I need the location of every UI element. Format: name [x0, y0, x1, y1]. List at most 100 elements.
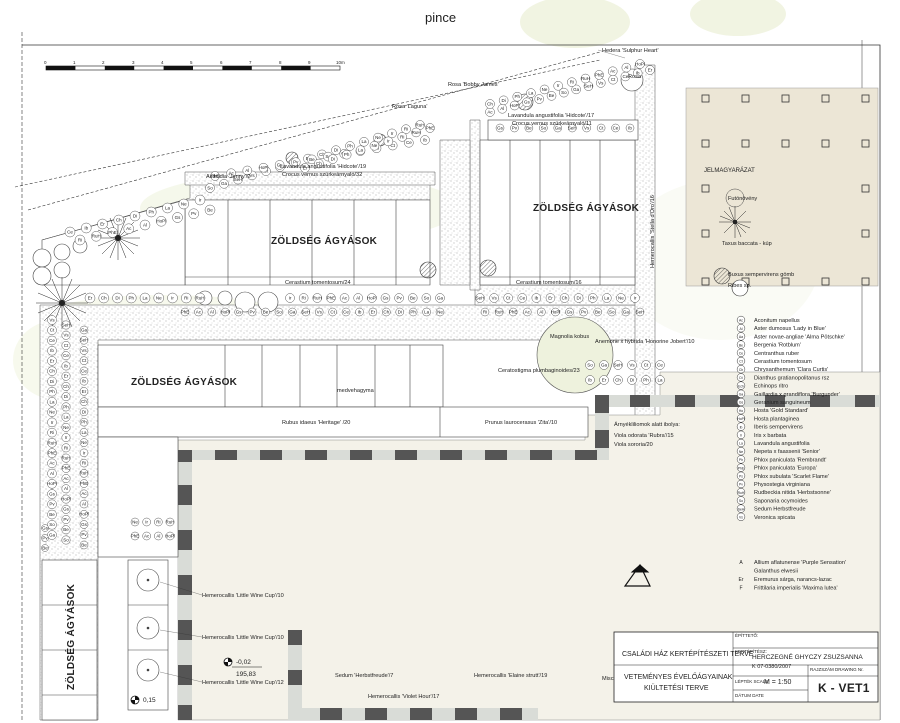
perennial-cell-code: Ac	[144, 533, 150, 538]
perennial-cell	[383, 136, 394, 147]
level-value-2: 195,83	[236, 671, 256, 678]
perennial-cell-code: Ir	[289, 295, 292, 300]
perennial-cell	[178, 198, 189, 210]
perennial-cell	[97, 218, 108, 230]
legend-abbr-name: Iris x barbata	[754, 433, 787, 439]
perennial-cell-code: So	[424, 295, 430, 300]
perennial-cell	[420, 135, 430, 145]
perennial-cell-code: Er	[50, 358, 55, 363]
perennial-cell	[47, 335, 57, 346]
perennial-cell-code: Ne	[81, 440, 87, 445]
perennial-cell	[539, 84, 550, 95]
scale-label-10: 10m	[336, 60, 345, 65]
perennial-cell-code: PhE	[327, 295, 336, 300]
bed-title-4: ZÖLDSÉG ÁGYÁSOK	[64, 583, 77, 690]
perennial-cell-code: Be	[81, 542, 87, 547]
plant-label-rubus: Rubus idaeus 'Heritage' /20	[282, 420, 350, 426]
perennial-cell	[194, 194, 206, 206]
title-drawing-no: K - VET1	[818, 681, 870, 695]
perennial-cell-code: Ce	[81, 368, 87, 373]
north-arrow	[623, 563, 651, 587]
perennial-cell	[382, 307, 391, 317]
perennial-cell-code: Gs	[383, 295, 390, 300]
perennial-cell-code: La	[424, 309, 430, 314]
perennial-cell-code: Ph	[347, 143, 353, 148]
perennial-cell	[79, 387, 89, 396]
plant-label-viola-header: Árnyékliliomok alatt ibolya:	[614, 421, 680, 428]
perennial-cell	[180, 307, 190, 317]
title-section-label: ÉPÍTTETŐ:	[735, 632, 758, 638]
legend-abbr-code: Ce	[739, 352, 743, 356]
perennial-cell	[226, 168, 236, 178]
perennial-cell	[47, 530, 57, 540]
perennial-cell-code: Ct	[50, 328, 55, 333]
perennial-cell	[341, 307, 351, 317]
perennial-cell-code: RuH	[47, 440, 56, 445]
perennial-cell-code: Ga	[573, 87, 580, 92]
perennial-cell	[79, 469, 89, 478]
perennial-cell	[498, 95, 509, 106]
perennial-cell	[627, 360, 637, 370]
perennial-cell-code: Ct	[390, 143, 395, 148]
perennial-cell	[79, 336, 89, 345]
perennial-cell	[154, 517, 163, 527]
perennial-cell	[480, 307, 490, 317]
perennial-cell-code: Er	[371, 309, 376, 314]
legend-abbr-name: Phlox subulata 'Scarlet Flame'	[754, 474, 829, 480]
perennial-cell-code: Gs	[236, 309, 243, 314]
perennial-cell-code: Ne	[49, 410, 55, 415]
perennial-cell-code: Ne	[618, 295, 624, 300]
perennial-cell-code: Ri	[50, 430, 54, 435]
scale-label-5: 5	[190, 60, 193, 65]
legend-abbr-circle	[736, 389, 746, 398]
legend-title: JELMAGYARÁZAT	[704, 167, 755, 174]
perennial-cell-code: PhE	[131, 533, 140, 538]
perennial-cell	[188, 208, 199, 219]
perennial-cell-code: Ce	[343, 309, 349, 314]
title-scale-label: LÉPTÉK SCALE	[735, 678, 768, 684]
perennial-cell-code: Ri	[78, 237, 82, 242]
perennial-cell-code: Pv	[63, 517, 69, 522]
perennial-cell	[81, 222, 92, 234]
perennial-cell-code: Er	[64, 374, 69, 379]
perennial-cell	[79, 438, 89, 447]
perennial-cell-code: RuH	[581, 76, 590, 81]
perennial-cell-code: Ir	[171, 295, 174, 300]
perennial-cell	[162, 202, 173, 214]
legend-abbr-circle	[736, 447, 746, 456]
perennial-cell-code: SeH	[584, 84, 593, 89]
perennial-cell	[594, 70, 604, 80]
perennial-cell-code: Ph	[81, 420, 87, 425]
perennial-cell	[596, 123, 606, 133]
perennial-cell	[274, 307, 284, 317]
bed-title-3: ZÖLDSÉG ÁGYÁSOK	[131, 375, 238, 388]
perennial-cell	[326, 293, 336, 303]
perennial-cell	[233, 174, 243, 185]
legend-symbol-3: Buxus sempervirens gömb	[728, 272, 794, 278]
legend-bulb-name: Eremurus sárga, narancs-lazac	[754, 577, 832, 583]
perennial-cell	[635, 59, 645, 69]
perennial-cell	[395, 307, 404, 317]
plant-label-actinidia: Actinidia 'Jenny'/2	[206, 174, 250, 180]
perennial-cell-code: So	[63, 537, 69, 542]
perennial-cell	[355, 307, 364, 317]
legend-abbr-circle	[736, 438, 746, 448]
perennial-cell-code: Ga	[623, 309, 630, 314]
perennial-cell	[79, 407, 89, 417]
perennial-cell	[339, 293, 350, 303]
perennial-cell-code: Ph	[410, 309, 416, 314]
perennial-cell-code: Pv	[81, 532, 87, 537]
perennial-cell-code: Ac	[196, 309, 202, 314]
perennial-cell	[194, 292, 206, 304]
perennial-cell-code: Ga	[81, 327, 88, 332]
perennial-cell	[602, 293, 612, 303]
title-date-label: DÁTUM DATE	[735, 692, 764, 698]
perennial-cell	[47, 315, 57, 325]
legend-abbr-code: Ac	[739, 319, 743, 323]
legend-abbr-code: Aa	[739, 335, 743, 339]
perennial-cell	[79, 458, 89, 468]
perennial-cell-code: SeH	[80, 338, 89, 343]
perennial-cell	[47, 509, 57, 520]
perennial-cell-code: Gs	[524, 100, 531, 105]
perennial-cell-code: Ir	[557, 83, 560, 88]
